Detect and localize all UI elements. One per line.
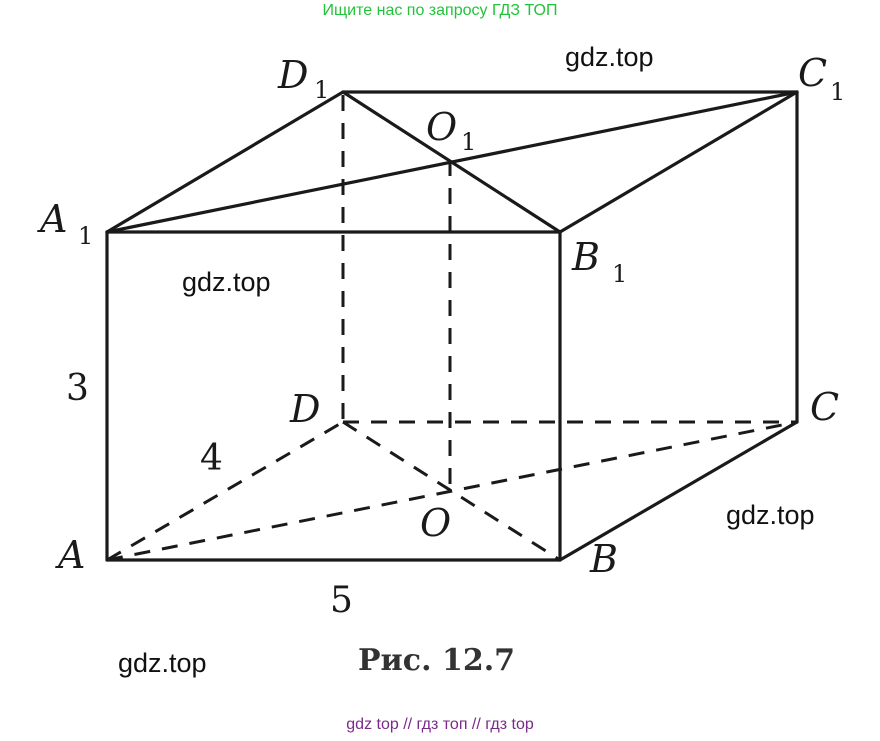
label-o1-sub: 1: [461, 128, 476, 156]
bottom-banner[interactable]: gdz top // гдз топ // гдз top: [346, 716, 534, 733]
length-depth: 4: [200, 438, 223, 479]
label-d1-sub: 1: [314, 76, 329, 104]
length-height: 3: [66, 368, 89, 409]
label-o1: O: [426, 105, 457, 149]
top-banner[interactable]: Ищите нас по запросу ГДЗ ТОП: [322, 2, 558, 19]
label-a1-sub: 1: [78, 222, 93, 250]
label-a: A: [55, 533, 85, 577]
label-c: C: [810, 385, 839, 429]
label-d: D: [289, 387, 320, 431]
watermark: gdz.top: [182, 267, 271, 297]
label-o: O: [420, 501, 451, 545]
diagonal-d1-b1: [341, 90, 562, 234]
diagonal-a-c: [106, 420, 798, 562]
label-a1: A: [37, 197, 67, 241]
label-b1-sub: 1: [612, 260, 627, 288]
edge-a-d: [106, 420, 344, 562]
diagonal-d-b: [342, 420, 561, 562]
label-d1: D: [277, 53, 308, 97]
length-width: 5: [330, 580, 353, 621]
edge-b-c: [558, 420, 799, 562]
watermark: gdz.top: [565, 42, 654, 72]
label-c1-sub: 1: [830, 78, 845, 106]
watermark: gdz.top: [118, 648, 207, 678]
label-c1: C: [798, 51, 827, 95]
edge-a1-d1: [105, 90, 345, 234]
figure-caption: Рис. 12.7: [358, 643, 515, 678]
watermark: gdz.top: [726, 500, 815, 530]
label-b1: B: [571, 235, 600, 279]
label-b: B: [589, 537, 618, 581]
edge-b1-c1: [558, 90, 799, 234]
